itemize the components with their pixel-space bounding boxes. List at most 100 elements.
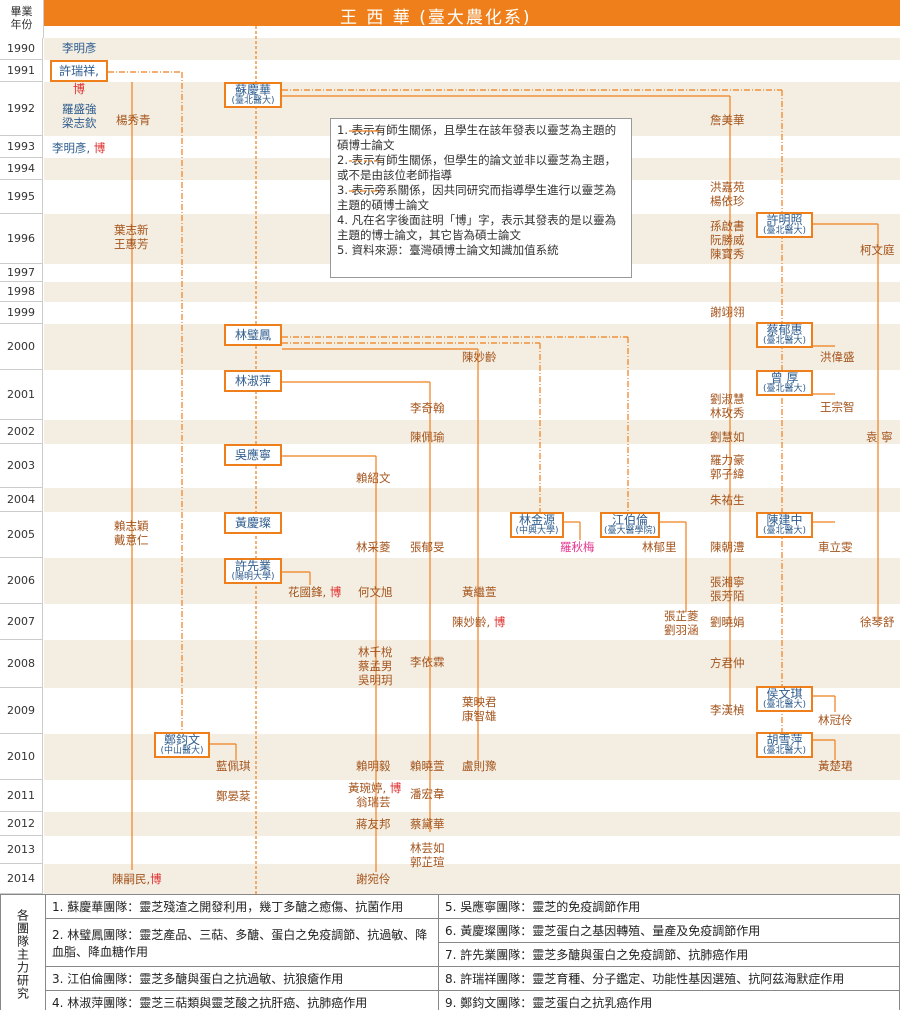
student-name: 潘宏韋 xyxy=(410,787,445,801)
student-name: 林采菱 xyxy=(356,540,391,554)
phd-mark: 博 xyxy=(329,585,342,599)
year-label: 2008 xyxy=(0,640,43,688)
year-label: 1995 xyxy=(0,180,43,214)
legend-panel: 1. 表示有師生關係，且學生在該年發表以靈芝為主題的碩博士論文 2. 表示有師生… xyxy=(330,118,632,278)
advisor-box: 吳應寧 xyxy=(224,444,282,466)
student-name: 林千梲 xyxy=(358,645,393,659)
year-row-band xyxy=(44,60,900,82)
student-name: 楊依珍 xyxy=(710,194,745,208)
advisor-box: 胡雪萍(臺北醫大) xyxy=(756,732,813,758)
year-label: 2012 xyxy=(0,812,43,836)
year-row-band xyxy=(44,558,900,604)
header-bar: 王 西 華 (臺大農化系) xyxy=(0,0,900,28)
student-name: 林冠伶 xyxy=(818,713,853,727)
student-name: 羅盛強 xyxy=(62,102,97,116)
year-label: 2004 xyxy=(0,488,43,512)
year-label: 1991 xyxy=(0,60,43,82)
year-label: 1997 xyxy=(0,264,43,282)
phd-mark: 博 xyxy=(72,82,85,96)
advisor-affiliation: (臺北醫大) xyxy=(762,226,807,236)
year-row-band xyxy=(44,302,900,324)
year-label: 1990 xyxy=(0,38,43,60)
advisor-affiliation: (臺北醫大) xyxy=(231,96,275,106)
year-row-band xyxy=(44,420,900,444)
year-label: 2014 xyxy=(0,864,43,894)
advisor-name: 曾 厚 xyxy=(770,371,799,385)
student-name: 孫啟書 xyxy=(710,219,745,233)
student-name: 羅力豪 xyxy=(710,453,745,467)
student-name: 翁瑞芸 xyxy=(356,795,391,809)
student-name: 鄭晏棻 xyxy=(216,789,251,803)
student-name: 林芸如 xyxy=(410,841,445,855)
advisor-box: 許先業(陽明大學) xyxy=(224,558,282,584)
year-label: 2002 xyxy=(0,420,43,444)
advisor-box: 蘇慶華(臺北醫大) xyxy=(224,82,282,108)
year-label: 2009 xyxy=(0,688,43,734)
student-name: 袁 寧 xyxy=(866,430,893,444)
student-name: 李奇翰 xyxy=(410,401,445,415)
advisor-name: 侯文琪 xyxy=(766,687,803,701)
student-name: 徐琴舒 xyxy=(860,615,895,629)
student-name: 楊秀青 xyxy=(116,113,151,127)
advisor-name: 黃慶璨 xyxy=(234,516,271,530)
student-name: 花國鋒, 博 xyxy=(288,585,342,599)
legend-item: 3. 表示旁系關係，因共同研究而指導學生進行以靈芝為主題的碩博士論文 xyxy=(337,183,617,212)
advisor-affiliation: (陽明大學) xyxy=(231,572,275,582)
student-name: 藍佩琪 xyxy=(216,759,251,773)
year-label: 1996 xyxy=(0,214,43,264)
student-name: 李依霖 xyxy=(410,655,445,669)
advisor-name: 許先業 xyxy=(234,559,271,573)
student-name: 林玫秀 xyxy=(710,406,745,420)
student-name: 劉淑慧 xyxy=(710,392,745,406)
student-name: 梁志欽 xyxy=(62,116,97,130)
student-name: 朱祐生 xyxy=(710,493,745,507)
student-name: 郭芷瑄 xyxy=(410,855,445,869)
advisor-affiliation: (臺大醫學院) xyxy=(603,526,657,536)
year-row-band xyxy=(44,780,900,812)
advisor-box: 林金源(中興大學) xyxy=(510,512,564,538)
advisor-affiliation: (臺北醫大) xyxy=(762,336,807,346)
legend-item: 5. 資料來源：臺灣碩博士論文知識加值系統 xyxy=(337,243,559,257)
student-name: 陳朝澧 xyxy=(710,540,745,554)
student-name: 陳佩瑜 xyxy=(410,430,445,444)
team-cell-left: 2. 林璧鳳團隊：靈芝產品、三萜、多醣、蛋白之免疫調節、抗過敏、降血脂、降血糖作… xyxy=(45,918,439,967)
advisor-name: 林金源 xyxy=(518,513,555,527)
year-label: 2003 xyxy=(0,444,43,488)
student-name: 張郁旻 xyxy=(410,540,445,554)
student-name: 盧則豫 xyxy=(462,759,497,773)
advisor-affiliation: (臺北醫大) xyxy=(762,746,807,756)
advisor-box: 侯文琪(臺北醫大) xyxy=(756,686,813,712)
year-row-band xyxy=(44,282,900,302)
student-name: 謝宛伶 xyxy=(356,872,391,886)
year-row-band xyxy=(44,444,900,488)
student-name: 張芷菱 xyxy=(664,609,699,623)
advisor-name: 江伯倫 xyxy=(611,513,648,527)
student-name: 陳妙齡 xyxy=(462,350,497,364)
student-name: 葉映君 xyxy=(462,695,497,709)
legend-item: 1. 表示有師生關係，且學生在該年發表以靈芝為主題的碩博士論文 xyxy=(337,123,617,152)
phd-mark: 博 xyxy=(493,615,506,629)
advisor-name: 蘇慶華 xyxy=(234,83,271,97)
advisor-box: 陳建中(臺北醫大) xyxy=(756,512,813,538)
student-name: 吳明玥 xyxy=(358,673,393,687)
phd-mark: 博 xyxy=(93,141,106,155)
student-name: 賴志穎 xyxy=(114,519,149,533)
student-name: 洪偉盛 xyxy=(820,350,855,364)
phd-mark: 博 xyxy=(389,781,402,795)
advisor-box: 蔡郁惠(臺北醫大) xyxy=(756,322,813,348)
student-name: 李明彥 xyxy=(62,41,97,55)
advisor-name: 許瑞祥, 博 xyxy=(59,64,99,96)
teams-table: 各團隊主力研究 1. 蘇慶華團隊：靈芝殘渣之開發利用，幾丁多醣之癒傷、抗菌作用 … xyxy=(0,894,900,1010)
student-name: 劉羽涵 xyxy=(664,623,699,637)
advisor-box: 曾 厚(臺北醫大) xyxy=(756,370,813,396)
advisor-name: 林淑萍 xyxy=(234,374,271,388)
student-name: 戴意仁 xyxy=(114,533,149,547)
student-name: 黃楚珺 xyxy=(818,759,853,773)
student-name: 蔣友邦 xyxy=(356,817,391,831)
student-name: 陳妙齡, 博 xyxy=(452,615,506,629)
student-name: 謝翊翎 xyxy=(710,305,745,319)
advisor-affiliation: (臺北醫大) xyxy=(762,384,807,394)
year-label: 2005 xyxy=(0,512,43,558)
student-name: 陳寶秀 xyxy=(710,247,745,261)
